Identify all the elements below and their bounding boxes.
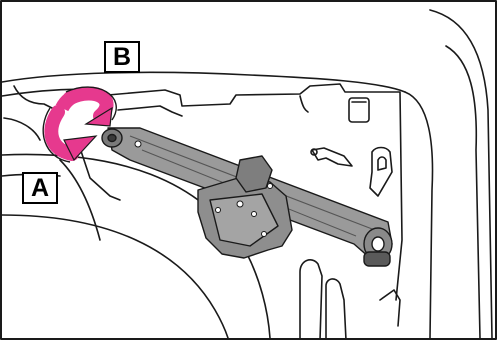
callout-b: B bbox=[104, 41, 140, 73]
rotation-arrow bbox=[43, 87, 116, 162]
lower-clamp bbox=[300, 260, 322, 340]
latch-hook bbox=[370, 148, 392, 197]
jack-top-pad bbox=[236, 156, 272, 192]
body-panel-inner bbox=[446, 46, 480, 338]
callout-a: A bbox=[22, 172, 58, 204]
tire-inner bbox=[2, 215, 228, 338]
wing-clip bbox=[312, 148, 352, 166]
